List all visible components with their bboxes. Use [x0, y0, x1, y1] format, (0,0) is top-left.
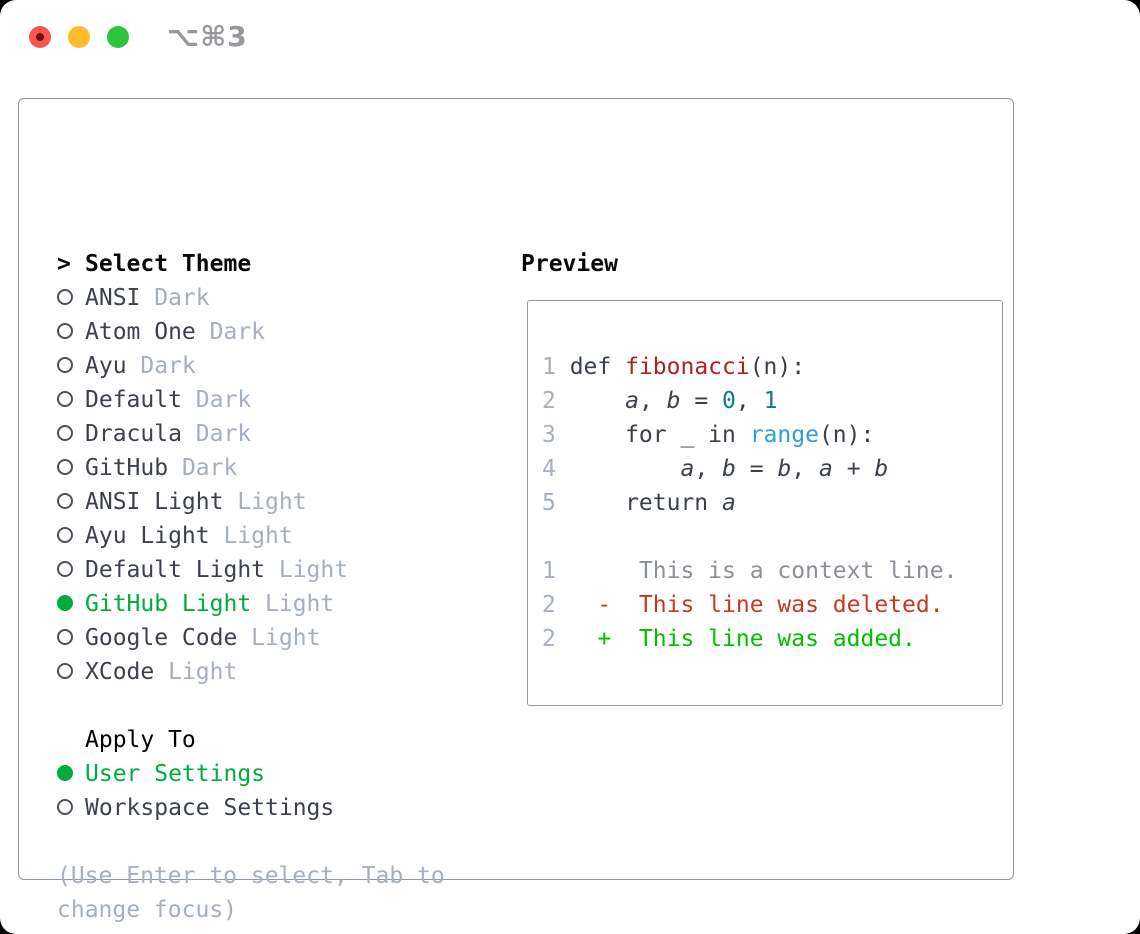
theme-variant-label: Dark [168, 455, 238, 481]
option-label: Atom One [85, 319, 196, 345]
apply-option-workspace-settings[interactable]: Workspace Settings [57, 791, 472, 825]
theme-option-ayu-light[interactable]: Ayu Light Light [57, 519, 472, 553]
radio-icon [57, 357, 73, 373]
code-line: 2 + This line was added. [542, 622, 1002, 656]
code-line: 2 - This line was deleted. [542, 588, 1002, 622]
minimize-button[interactable] [68, 26, 90, 48]
option-label: Dracula [85, 421, 182, 447]
line-number: 5 [542, 490, 556, 516]
theme-variant-label: Light [251, 591, 335, 617]
option-label: Google Code [85, 625, 238, 651]
radio-icon [57, 663, 73, 679]
radio-icon [57, 493, 73, 509]
line-number: 1 [542, 354, 556, 380]
option-label: Workspace Settings [85, 795, 335, 821]
theme-option-google-code[interactable]: Google Code Light [57, 621, 472, 655]
line-number: 1 [542, 558, 556, 584]
code-line [542, 520, 1002, 554]
code-line: 2 a, b = 0, 1 [542, 384, 1002, 418]
theme-option-ayu[interactable]: Ayu Dark [57, 349, 472, 383]
theme-option-ansi[interactable]: ANSI Dark [57, 281, 472, 315]
radio-selected-icon [57, 595, 73, 611]
apply-to-header: Apply To [57, 723, 472, 757]
theme-option-dracula[interactable]: Dracula Dark [57, 417, 472, 451]
option-label: Default [85, 387, 182, 413]
option-label: Ayu [85, 353, 127, 379]
close-dot-icon [36, 33, 44, 41]
code-line: 3 for _ in range(n): [542, 418, 1002, 452]
titlebar: ⌥⌘3 [0, 0, 1140, 72]
close-button[interactable] [29, 26, 51, 48]
option-label: ANSI Light [85, 489, 224, 515]
focus-caret-icon: > [57, 251, 71, 277]
radio-icon [57, 323, 73, 339]
radio-icon [57, 527, 73, 543]
line-number: 4 [542, 456, 556, 482]
code-line: 1 This is a context line. [542, 554, 1002, 588]
line-number: 3 [542, 422, 556, 448]
option-label: XCode [85, 659, 155, 685]
theme-variant-label: Dark [195, 319, 266, 345]
theme-variant-label: Dark [181, 421, 252, 447]
option-label: User Settings [85, 761, 266, 787]
line-number: 2 [542, 388, 556, 414]
window-title: ⌥⌘3 [167, 20, 248, 53]
hint-text: (Use Enter to select, Tab to change focu… [57, 863, 459, 923]
apply-to-label: Apply To [85, 727, 196, 753]
option-label: GitHub Light [85, 591, 252, 617]
theme-variant-label: Light [237, 625, 321, 651]
spacer [57, 689, 472, 723]
theme-variant-label: Dark [140, 285, 210, 311]
code-line: 5 return a [542, 486, 1002, 520]
preview-label: Preview [521, 251, 618, 277]
theme-option-github-light[interactable]: GitHub Light Light [57, 587, 472, 621]
theme-variant-label: Light [154, 659, 238, 685]
spacer [57, 825, 472, 859]
theme-option-ansi-light[interactable]: ANSI Light Light [57, 485, 472, 519]
theme-option-default-light[interactable]: Default Light Light [57, 553, 472, 587]
theme-variant-label: Light [265, 557, 349, 583]
theme-variant-label: Dark [181, 387, 252, 413]
radio-icon [57, 391, 73, 407]
line-number: 2 [542, 592, 556, 618]
theme-variant-label: Dark [126, 353, 196, 379]
code-line: 4 a, b = b, a + b [542, 452, 1002, 486]
theme-option-xcode[interactable]: XCode Light [57, 655, 472, 689]
radio-icon [57, 289, 73, 305]
radio-icon [57, 459, 73, 475]
radio-icon [57, 629, 73, 645]
theme-variant-label: Light [209, 523, 293, 549]
option-label: ANSI [85, 285, 141, 311]
option-label: Ayu Light [85, 523, 210, 549]
theme-variant-label: Light [223, 489, 307, 515]
theme-option-github[interactable]: GitHub Dark [57, 451, 472, 485]
select-theme-header: > Select Theme [57, 247, 472, 281]
radio-icon [57, 425, 73, 441]
select-theme-label: Select Theme [85, 251, 252, 277]
radio-icon [57, 799, 73, 815]
radio-selected-icon [57, 765, 73, 781]
zoom-button[interactable] [107, 26, 129, 48]
theme-option-default[interactable]: Default Dark [57, 383, 472, 417]
theme-option-atom-one[interactable]: Atom One Dark [57, 315, 472, 349]
option-label: GitHub [85, 455, 169, 481]
apply-option-user-settings[interactable]: User Settings [57, 757, 472, 791]
line-number: 2 [542, 626, 556, 652]
option-label: Default Light [85, 557, 266, 583]
radio-icon [57, 561, 73, 577]
